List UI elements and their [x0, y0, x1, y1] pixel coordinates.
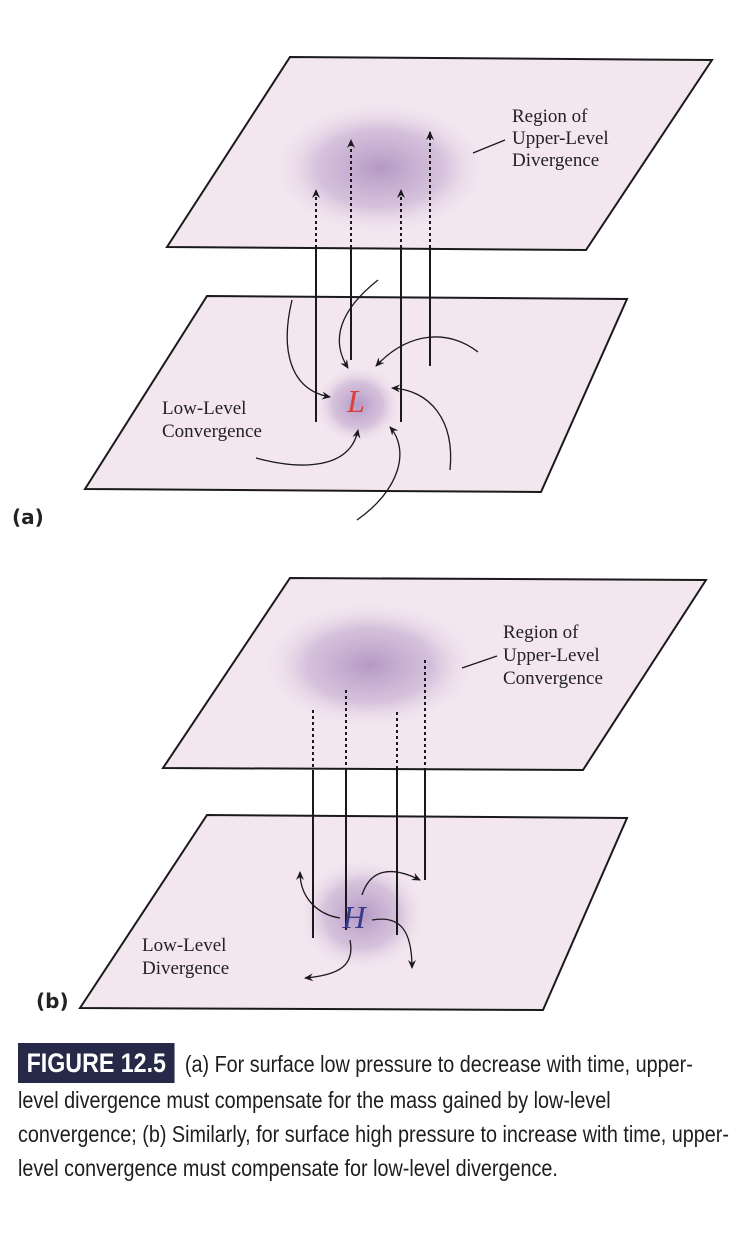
figure-number-badge: FIGURE 12.5: [18, 1043, 175, 1083]
figure-diagram: Region of Upper-Level Divergence L Low-L…: [12, 55, 714, 1013]
low-pressure-symbol: L: [346, 383, 365, 419]
high-pressure-shade: [300, 860, 424, 970]
leader-line: [461, 655, 498, 669]
panel-b: Region of Upper-Level Convergence H Low-…: [36, 576, 708, 1013]
lower-label-b: Low-Level Divergence: [142, 935, 231, 979]
caption-text: (a) For surface low pressure to decrease…: [18, 1051, 729, 1181]
panel-a: Region of Upper-Level Divergence L Low-L…: [12, 55, 714, 529]
figure-caption: FIGURE 12.5(a) For surface low pressure …: [18, 1043, 732, 1185]
convergence-arrows: [255, 279, 479, 521]
high-pressure-symbol: H: [341, 899, 367, 935]
lower-label-a: Low-Level Convergence: [162, 398, 262, 442]
divergence-arrows: [296, 871, 421, 982]
leader-line: [472, 139, 506, 154]
divergence-region-shade: [275, 103, 485, 233]
upper-label-a: Region of Upper-Level Divergence: [512, 106, 613, 171]
panel-label-b: (b): [36, 989, 69, 1013]
upper-label-b: Region of Upper-Level Convergence: [503, 622, 604, 689]
low-pressure-shade: [316, 367, 400, 443]
convergence-region-shade: [265, 603, 475, 727]
panel-label-a: (a): [12, 505, 44, 529]
